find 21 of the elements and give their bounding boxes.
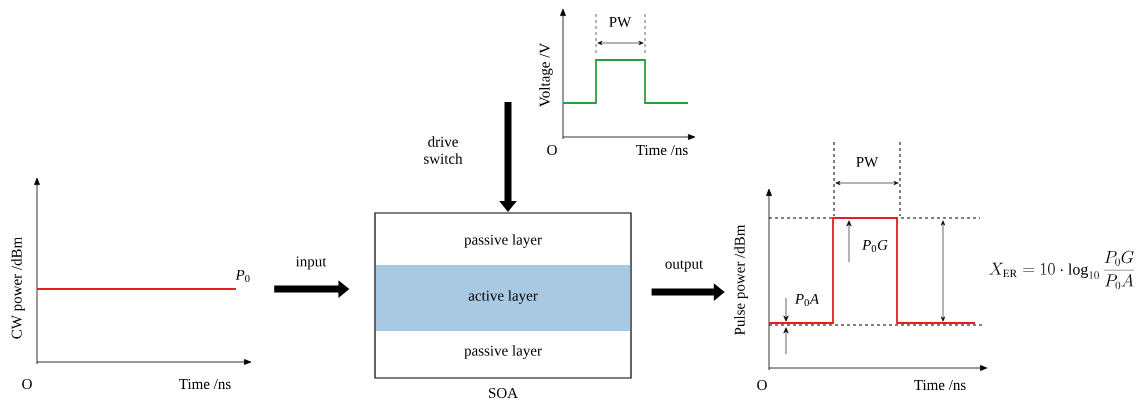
axis-label: CW power /dBm (11, 237, 25, 339)
origin-label: O (757, 379, 767, 391)
axis-label: Time /ns (914, 379, 966, 391)
width-label: PW (609, 17, 632, 27)
layer-label: passive layer (464, 234, 542, 248)
origin-label: O (547, 144, 557, 156)
edge-label: drive switch (424, 136, 463, 164)
edge-label: output (665, 260, 704, 272)
axis-label: Voltage /V (539, 43, 553, 107)
axis-label: Time /ns (636, 144, 688, 156)
level-label: P$_{0}$A (794, 293, 820, 307)
layer-label: active layer (468, 290, 538, 304)
layer-label: passive layer (464, 345, 542, 359)
level-label: P$_{0}$G (862, 239, 888, 253)
axis-label: Time /ns (179, 378, 231, 390)
level-label: P$_{0}$ (235, 269, 250, 283)
axis-label: Pulse power /dBm (734, 224, 748, 335)
device-label: SOA (489, 387, 518, 399)
edge-label: input (295, 256, 327, 270)
width-label: PW (856, 157, 879, 167)
origin-label: O (22, 378, 32, 390)
